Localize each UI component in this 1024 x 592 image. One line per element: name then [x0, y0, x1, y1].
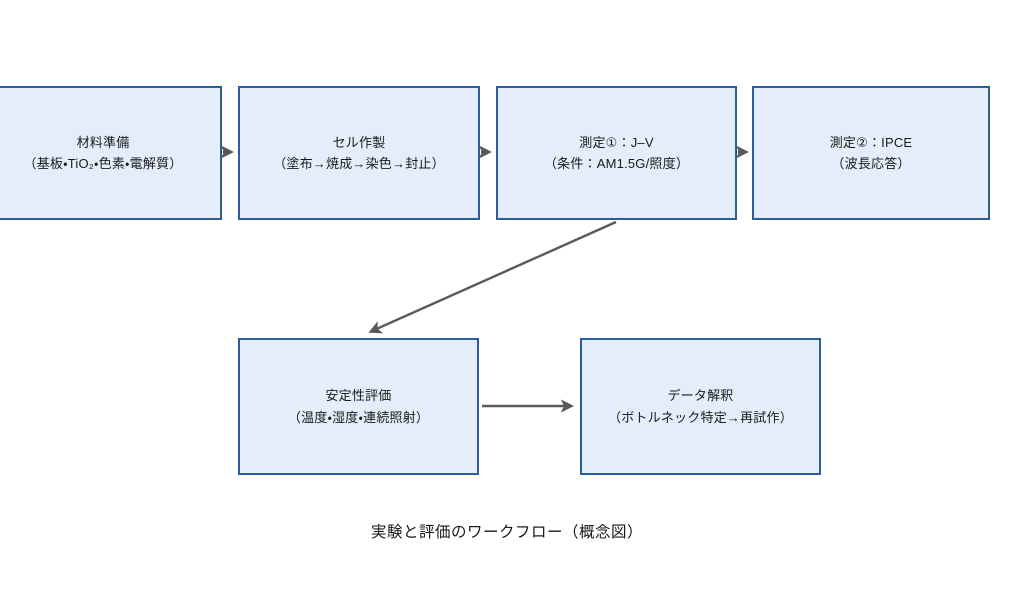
box-stability-eval: 安定性評価 （温度・湿度・連続照射） — [238, 338, 479, 475]
box-subtitle: （温度・湿度・連続照射） — [287, 409, 430, 425]
box-subtitle: （条件：AM1.5G/照度） — [543, 156, 690, 171]
box-subtitle: （ボトルネック特定→再試作） — [608, 409, 793, 425]
box-title: 測定①：J–V — [579, 134, 654, 150]
box-title: 材料準備 — [76, 134, 130, 150]
box-title: 測定②：IPCE — [829, 134, 913, 150]
box-subtitle: （塗布→焼成→染色→封止） — [273, 156, 445, 171]
arrow-jv-to-stability-icon — [368, 220, 617, 334]
box-title: セル作製 — [332, 134, 386, 150]
diagram-caption: 実験と評価のワークフロー（概念図） — [370, 524, 644, 541]
box-data-interpretation: データ解釈 （ボトルネック特定→再試作） — [580, 338, 821, 475]
box-subtitle: （基板・TiO₂・色素・電解質） — [23, 156, 183, 171]
box-subtitle: （波長応答） — [831, 156, 911, 171]
box-title: データ解釈 — [667, 388, 734, 404]
box-material-prep: 材料準備 （基板・TiO₂・色素・電解質） — [0, 86, 222, 220]
box-title: 安定性評価 — [325, 388, 392, 404]
box-cell-fabrication: セル作製 （塗布→焼成→染色→封止） — [238, 86, 480, 220]
box-measurement-ipce: 測定②：IPCE （波長応答） — [752, 86, 990, 220]
box-measurement-jv: 測定①：J–V （条件：AM1.5G/照度） — [496, 86, 737, 220]
